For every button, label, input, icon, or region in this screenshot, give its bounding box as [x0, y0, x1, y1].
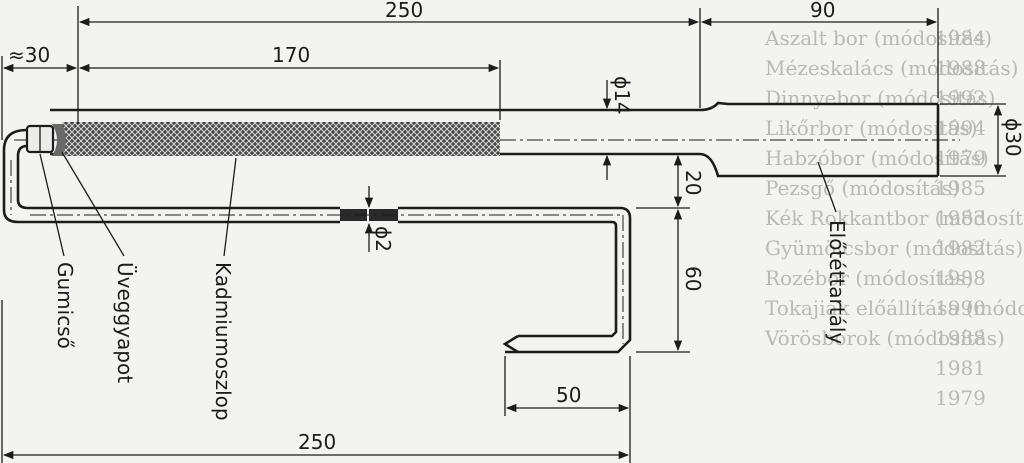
- outlet-inner: [398, 220, 618, 338]
- dim-tube-dia-value: ϕ14: [610, 76, 634, 115]
- bg-year: 1983: [935, 206, 986, 230]
- outlet-tip: [502, 334, 519, 354]
- bg-year: 1979: [935, 146, 986, 170]
- bg-line: Rozébor (módosítás): [765, 266, 974, 290]
- bg-year: 1988: [935, 56, 986, 80]
- bg-year: 1985: [935, 176, 986, 200]
- bg-year: 1979: [935, 386, 986, 410]
- cadmium-column: [62, 122, 500, 156]
- dim-outlet-width-value: 50: [556, 383, 581, 407]
- bg-line: Likőrbor (módosítás): [765, 116, 978, 140]
- leader-rubber: [39, 153, 65, 257]
- bend-outer: [2, 128, 340, 224]
- bg-line: Dinnyebor (módosítás): [765, 86, 995, 110]
- dimension-lines: [1, 6, 1006, 463]
- label-glass-wool: Üveggyapot: [113, 262, 137, 383]
- dim-total-bottom-value: 250: [298, 430, 336, 454]
- label-rubber-tube: Gumicső: [53, 262, 77, 349]
- bg-line: Gyümölcsbor (módosítás): [765, 236, 1023, 260]
- dimension-values: 250 90 ≈30 170 ϕ14 ϕ30 ϕ2 20 60 50 250: [8, 0, 1024, 454]
- glass-wool-plug: [52, 124, 66, 156]
- bg-year: 1988: [935, 326, 986, 350]
- dim-vertical-gap-value: 20: [681, 170, 705, 195]
- bg-year: 1982: [935, 236, 986, 260]
- bg-line: Pezsgő (módosítás): [765, 176, 960, 200]
- bg-year: 1988: [935, 266, 986, 290]
- bg-year: 1981: [935, 356, 986, 380]
- bg-year: 1994: [935, 116, 986, 140]
- label-reservoir: Előtéttartály: [825, 220, 849, 344]
- part-labels: Gumicső Üveggyapot Kadmiumoszlop Előtétt…: [53, 220, 849, 421]
- bg-line: Habzóbor (módosítás): [765, 146, 989, 170]
- dim-cadmium-value: 170: [272, 43, 310, 67]
- dim-vessel-length-value: 90: [810, 0, 835, 22]
- dim-total-top-value: 250: [385, 0, 423, 22]
- dim-outlet-height-value: 60: [681, 266, 705, 291]
- dim-vessel-dia-value: ϕ30: [1001, 118, 1024, 157]
- label-cadmium-column: Kadmiumoszlop: [211, 262, 235, 421]
- bg-line: Kék Rokkantbor (módosítás): [765, 206, 1024, 230]
- bg-year: 1992: [935, 86, 986, 110]
- bg-line: Mézeskalács (módosítás): [765, 56, 1018, 80]
- bg-line: Tokajiak előállítása (módosítás): [765, 296, 1024, 320]
- leader-glass-wool: [61, 151, 125, 257]
- tube-upper-outline: [50, 101, 938, 112]
- tube-lower-outline: [50, 152, 938, 178]
- dim-capillary-value: ϕ2: [371, 226, 395, 252]
- leader-reservoir: [817, 161, 837, 213]
- bg-line: Vörösborok (módosítás): [764, 326, 1005, 350]
- bg-year: 1984: [935, 26, 986, 50]
- apparatus: [2, 101, 960, 354]
- bend-inner: [16, 144, 340, 210]
- background-text: Aszalt bor (módosítás) Mézeskalács (módo…: [764, 26, 1024, 410]
- dim-left-offset-value: ≈30: [8, 43, 50, 67]
- bg-line: Aszalt bor (módosítás): [764, 26, 992, 50]
- bg-year: 1990: [935, 296, 986, 320]
- outlet-outer: [398, 206, 632, 354]
- leader-cadmium: [223, 157, 237, 257]
